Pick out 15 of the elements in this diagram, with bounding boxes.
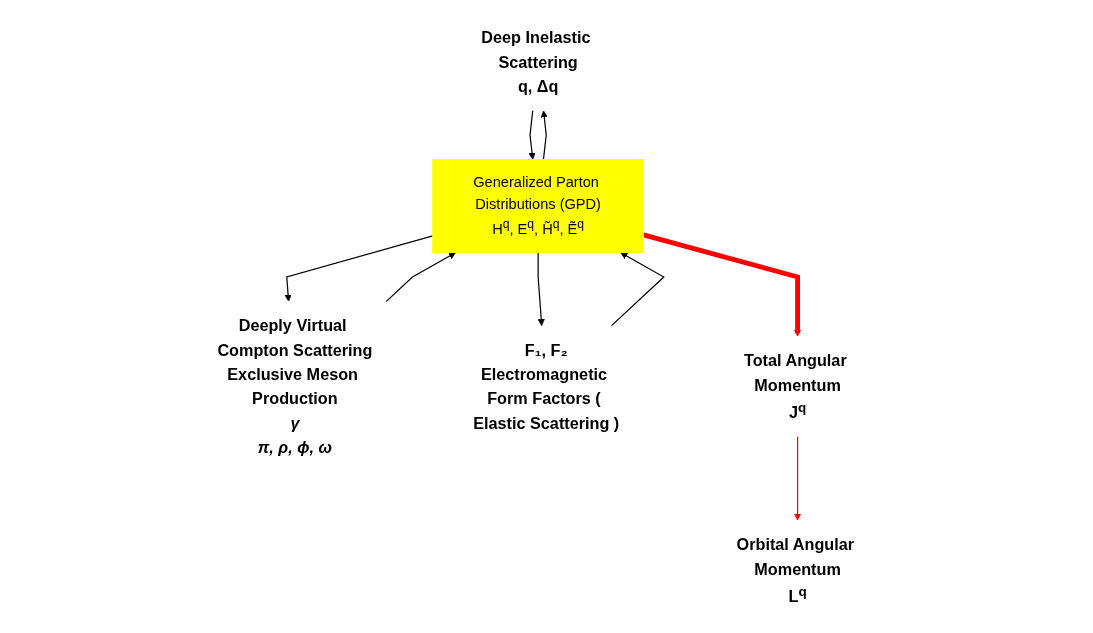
node-label: π, ρ, ϕ, ω [258,437,333,456]
node-label: γ [290,413,300,432]
node-box: Generalized Parton Distributions (GPD) H$^{q}$, E$^{q}$, H̃$^{q}$, Ẽ$^{q}$ [432,158,645,253]
arrow [528,109,536,160]
arrow [385,251,457,302]
node-text: F₁, F₂ Electromagnetic Form Factors ( Elastic Scattering ) [473,340,620,432]
node-text: Total Angular Momentum J$^{q}$ [744,351,847,421]
arrow [537,251,546,326]
node-text: Orbital Angular Momentum L$^{q}$ [736,535,855,605]
arrow [643,232,802,337]
arrow [794,435,802,521]
arrow [284,234,434,302]
node-text: Deep Inelastic Scattering q, Δq [481,28,591,95]
arrow [540,109,549,160]
arrow [611,251,666,326]
